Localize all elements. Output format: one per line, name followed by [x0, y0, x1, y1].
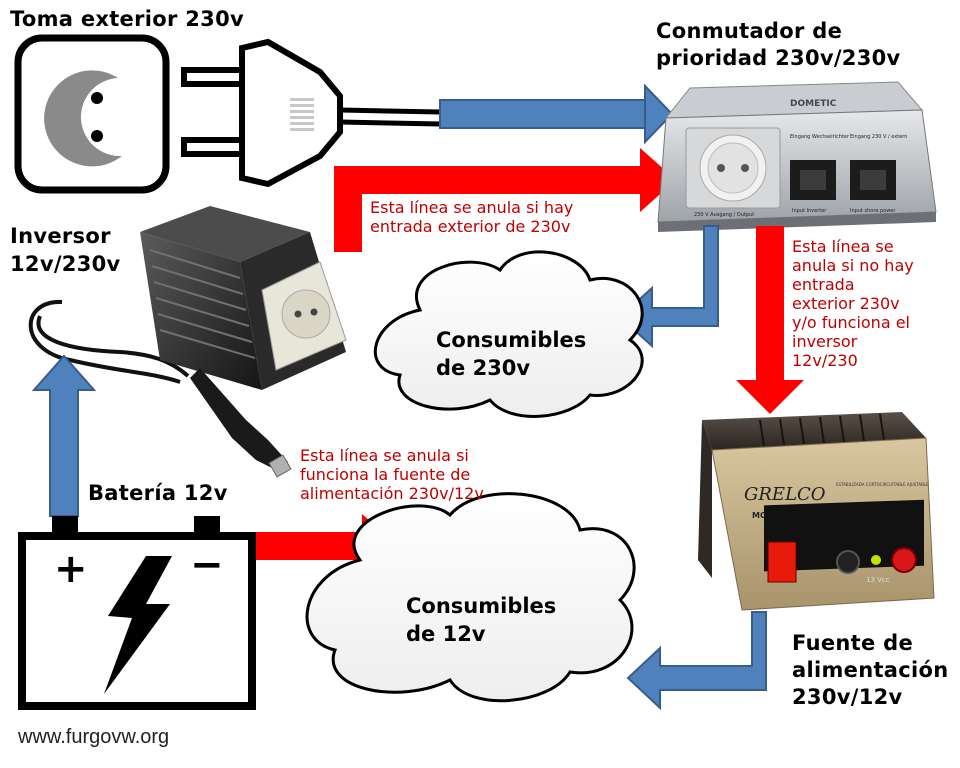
label-battery: Batería 12v	[88, 480, 228, 506]
note-supply-line3: entrada	[792, 275, 855, 294]
dc-consumers-line2: de 12v	[406, 622, 486, 646]
arrow-plug-to-switch	[439, 83, 674, 145]
dc-consumers-label: Consumibles de 12v	[406, 592, 556, 648]
note-supply-line7: 12v/230	[792, 351, 858, 370]
note-battery-line2: funciona la fuente de	[300, 465, 471, 484]
note-supply-line5: y/o funciona el	[792, 313, 910, 332]
label-power-supply-line1: Fuente de	[792, 631, 914, 655]
note-inverter-line: Esta línea se anula si hay entrada exter…	[370, 198, 573, 236]
label-priority-switch-line2: prioridad 230v/230v	[656, 46, 901, 70]
note-supply-line6: inversor	[792, 332, 858, 351]
label-battery-text: Batería 12v	[88, 481, 228, 505]
label-power-supply-line3: 230v/12v	[792, 685, 903, 709]
battery-icon: + −	[18, 516, 256, 710]
note-battery-line1: Esta línea se anula si	[300, 446, 469, 465]
note-inverter-line2: entrada exterior de 230v	[370, 217, 571, 236]
dc-consumers-line1: Consumibles	[406, 594, 557, 618]
switch-output-text: 230 V Ausgang / Output	[694, 212, 754, 218]
arrow-switch-to-power-supply	[736, 226, 804, 414]
cloud-dc-consumers	[305, 492, 636, 703]
wall-socket-icon	[14, 34, 170, 194]
psu-brand-text: GRELCO	[744, 484, 826, 505]
battery-plus-sign: +	[54, 546, 88, 592]
note-supply-line: Esta línea se anula si no hay entrada ex…	[792, 237, 914, 370]
switch-caption-inverter-text: Input Inverter	[792, 208, 827, 214]
note-supply-line4: exterior 230v	[792, 294, 900, 313]
note-inverter-line1: Esta línea se anula si hay	[370, 198, 574, 217]
arrow-inverter-to-switch	[334, 148, 676, 252]
ac-consumers-line2: de 230v	[436, 356, 531, 380]
ac-consumers-label: Consumibles de 230v	[436, 326, 586, 382]
priority-switch-device: DOMETIC Eingang Wechselrichter Eingang 2…	[657, 81, 937, 232]
label-priority-switch-line1: Conmutador de	[656, 19, 843, 43]
cloud-ac-consumers	[373, 250, 644, 418]
switch-input-shore-text: Eingang 230 V / extern	[850, 134, 907, 140]
plug-icon	[181, 38, 441, 188]
label-outdoor-socket: Toma exterior 230v	[10, 6, 244, 32]
label-inverter-line1: Inversor	[10, 224, 111, 248]
switch-brand-text: DOMETIC	[790, 99, 837, 109]
website-text: www.furgovw.org	[18, 726, 170, 748]
battery-minus-sign: −	[190, 542, 224, 588]
psu-desc-text: ESTABILIZADA CORTOCIRCUITABLE AJUSTABLE	[836, 482, 929, 487]
inverter-device	[28, 206, 347, 478]
note-battery-line: Esta línea se anula si funciona la fuent…	[300, 446, 484, 503]
psu-voltage-text: 13 Vcc	[866, 576, 890, 584]
note-battery-line3: alimentación 230v/12v	[300, 484, 484, 503]
label-inverter: Inversor 12v/230v	[10, 222, 121, 278]
label-power-supply: Fuente de alimentación 230v/12v	[792, 630, 948, 711]
label-outdoor-socket-text: Toma exterior 230v	[10, 7, 244, 31]
arrow-battery-to-inverter	[31, 354, 97, 517]
ac-consumers-line1: Consumibles	[436, 328, 587, 352]
note-supply-line2: anula si no hay	[792, 256, 914, 275]
switch-caption-shore-text: Input shore power	[850, 208, 896, 214]
switch-input-inverter-text: Eingang Wechselrichter	[790, 134, 850, 140]
note-supply-line1: Esta línea se	[792, 237, 894, 256]
label-power-supply-line2: alimentación	[792, 658, 949, 682]
label-inverter-line2: 12v/230v	[10, 252, 121, 276]
label-priority-switch: Conmutador de prioridad 230v/230v	[656, 18, 901, 72]
power-supply-device: GRELCO MODELO ESTABILIZADA CORTOCIRCUITA…	[698, 412, 935, 611]
arrow-power-supply-to-dc-consumers	[626, 611, 767, 711]
